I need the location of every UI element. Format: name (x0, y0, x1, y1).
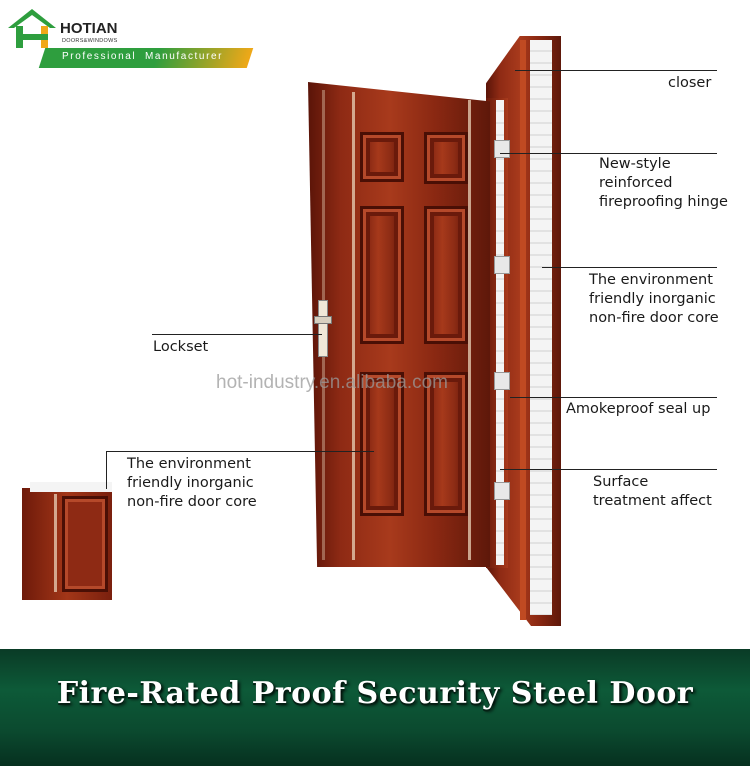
callout-hinge-line3: fireproofing hinge (599, 194, 728, 210)
door-panel (424, 372, 468, 516)
watermark-text: hot-industry.en.alibaba.com (216, 372, 448, 393)
frame-core (530, 40, 552, 615)
callout-seal: Amokeproof seal up (566, 401, 711, 417)
lockset-handle (318, 300, 328, 357)
door-panel (360, 372, 404, 516)
callout-lockset: Lockset (153, 339, 209, 355)
house-logo-icon (8, 9, 56, 48)
leader-line-lockset (152, 334, 322, 335)
core-sample-groove (54, 494, 57, 592)
leader-line-core-right (542, 267, 717, 268)
door-illustration (22, 36, 561, 626)
hinge (494, 256, 510, 274)
door-panel (360, 132, 404, 182)
callout-surface-line2: treatment affect (593, 493, 712, 509)
banner-title: Fire-Rated Proof Security Steel Door (56, 676, 694, 711)
lockset-knob (314, 316, 332, 324)
callout-core-right: The environment friendly inorganic non-f… (589, 271, 719, 328)
frame-edge (520, 40, 526, 620)
callout-core-right-line3: non-fire door core (589, 310, 719, 326)
callout-core-left-line2: friendly inorganic (127, 475, 254, 491)
callout-core-right-line1: The environment (589, 272, 713, 288)
callout-core-left-line1: The environment (127, 456, 251, 472)
core-sample-panel (62, 496, 108, 592)
brand-subtitle: DOORS&WINDOWS (62, 38, 118, 44)
callout-surface: Surface treatment affect (593, 473, 712, 511)
callout-closer: closer (668, 75, 712, 91)
callout-surface-line1: Surface (593, 474, 649, 490)
door-groove-left (352, 92, 355, 560)
title-banner (0, 649, 750, 766)
door-panel (360, 206, 404, 344)
hinge (494, 140, 510, 158)
leader-line-core-left-drop (106, 451, 107, 489)
leader-line-closer (515, 70, 717, 71)
hinge (494, 372, 510, 390)
tagline: Professional Manufacturer (62, 51, 224, 62)
callout-core-left: The environment friendly inorganic non-f… (127, 455, 257, 512)
hinge (494, 482, 510, 500)
door-core-edge (496, 100, 504, 565)
door-groove-right (468, 100, 471, 560)
brand-logo: HOTIAN DOORS&WINDOWS Professional Manufa… (6, 6, 256, 70)
door-panel (424, 132, 468, 184)
core-sample-top (30, 482, 112, 492)
leader-line-seal (510, 397, 717, 398)
leader-line-surface (500, 469, 717, 470)
callout-hinge-line1: New-style (599, 156, 671, 172)
door-panel (424, 206, 468, 344)
leader-line-hinge (500, 153, 717, 154)
callout-core-left-line3: non-fire door core (127, 494, 257, 510)
callout-core-right-line2: friendly inorganic (589, 291, 716, 307)
callout-hinge-line2: reinforced (599, 175, 673, 191)
callout-hinge: New-style reinforced fireproofing hinge (599, 155, 728, 212)
leader-line-core-left (106, 451, 374, 452)
brand-name: HOTIAN (60, 20, 118, 37)
